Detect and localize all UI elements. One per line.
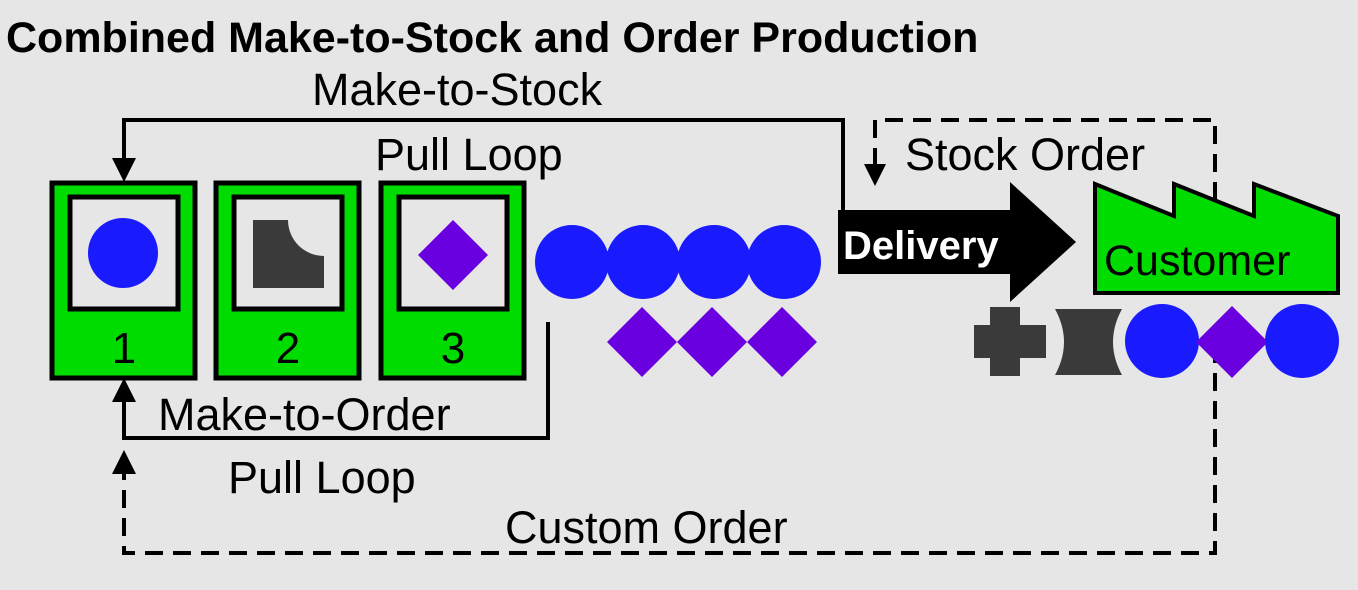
circle-part-icon: [747, 225, 821, 299]
mts-label-bottom: Pull Loop: [375, 129, 563, 180]
customer-parts: [974, 304, 1339, 378]
mto-label-bottom: Pull Loop: [228, 452, 416, 503]
diamond-part-icon: [418, 220, 488, 290]
delivery-arrow: Delivery: [838, 182, 1076, 302]
mts-label-top: Make-to-Stock: [312, 64, 603, 115]
diamond-part-icon: [677, 307, 747, 377]
concave-part-icon: [1055, 309, 1122, 375]
kanban-card-number: 2: [276, 324, 300, 373]
concave-part-icon: [253, 220, 324, 288]
stock-order-loop-line: [873, 118, 1217, 200]
diamond-part-icon: [747, 307, 817, 377]
mts-pull-loop-line: [122, 118, 845, 215]
kanban-card-3: 3: [378, 180, 527, 381]
diamond-part-icon: [1196, 306, 1268, 378]
diamond-part-icon: [607, 307, 677, 377]
circle-part-icon: [677, 225, 751, 299]
mto-arrowhead: [112, 378, 136, 402]
circle-part-icon: [1125, 304, 1199, 378]
stock-order-arrowhead: [864, 164, 886, 186]
mts-arrowhead: [112, 158, 136, 182]
cross-part-icon: [974, 307, 1046, 376]
circle-part-icon: [606, 225, 680, 299]
custom-order-arrowhead: [112, 450, 136, 474]
kanban-card-number: 1: [112, 324, 136, 373]
stock-diamonds: [607, 307, 817, 377]
stock-circles: [535, 225, 821, 299]
circle-part-icon: [88, 218, 158, 288]
mto-pull-loop-line: [122, 322, 550, 440]
kanban-card-2: 2: [213, 180, 362, 381]
mto-label-top: Make-to-Order: [158, 389, 451, 440]
stock-order-label: Stock Order: [905, 129, 1145, 180]
kanban-card-number: 3: [441, 324, 465, 373]
customer-factory: Customer: [1093, 181, 1340, 295]
page-title: Combined Make-to-Stock and Order Product…: [6, 14, 978, 62]
circle-part-icon: [535, 225, 609, 299]
delivery-label: Delivery: [843, 224, 999, 268]
kanban-card-1: 1: [49, 180, 198, 381]
circle-part-icon: [1265, 304, 1339, 378]
custom-order-label: Custom Order: [505, 502, 788, 553]
customer-label: Customer: [1104, 237, 1290, 285]
